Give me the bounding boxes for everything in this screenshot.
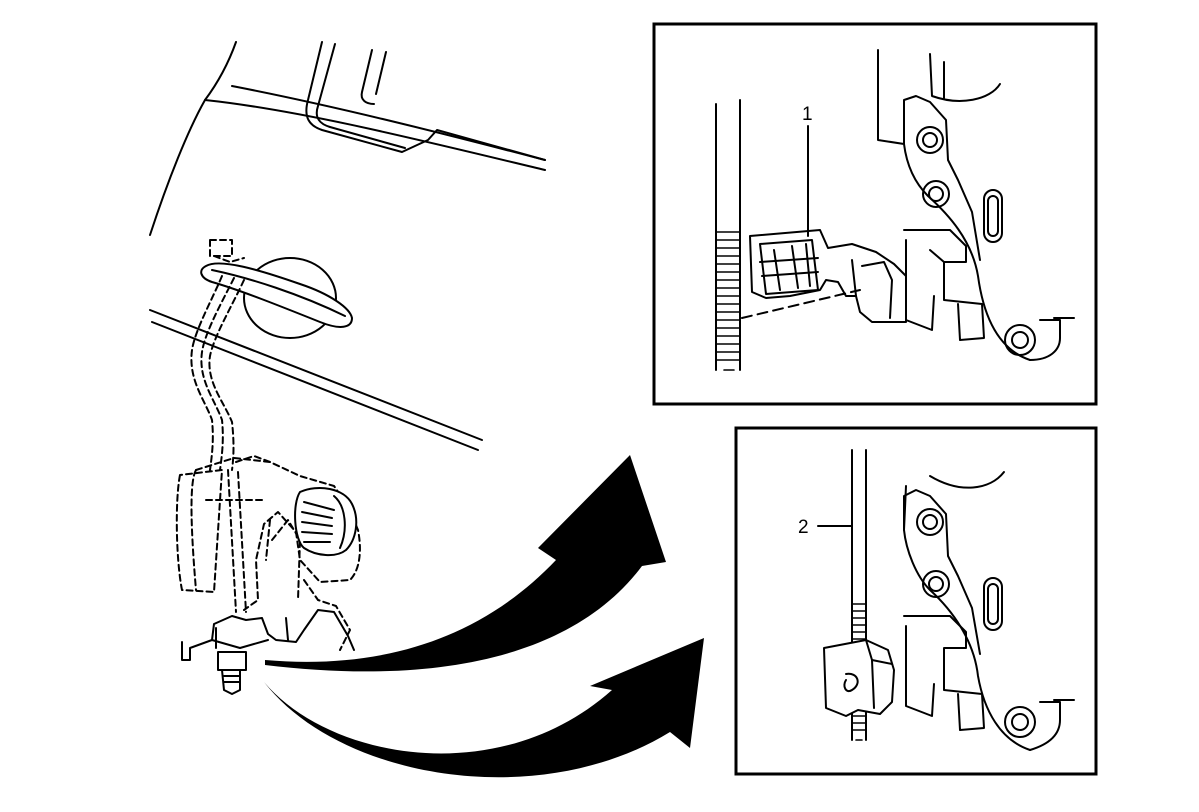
- inset-top: 1: [652, 22, 1098, 406]
- callout-1-label: 1: [802, 104, 813, 125]
- handle-recess: [243, 257, 337, 339]
- latch-slot: [983, 189, 1003, 243]
- latch-body: [877, 49, 1031, 361]
- arrow-to-top-inset: [265, 455, 666, 672]
- window-frame-inner: [315, 43, 406, 149]
- latch-bolt-1: [916, 126, 944, 154]
- latch-bolt-4: [916, 508, 944, 536]
- door-top-edge: [204, 99, 546, 171]
- latch-lever-2: [903, 615, 985, 731]
- body-crease-lower: [151, 321, 479, 451]
- latch-body-2: [903, 485, 1031, 751]
- latch-bolt-5: [922, 570, 950, 598]
- body-crease-upper: [149, 309, 483, 441]
- latch-bolt-3: [1004, 324, 1036, 356]
- rod-clip: [749, 229, 907, 323]
- alignment-dash: [741, 289, 861, 319]
- latch-rod: [715, 99, 741, 371]
- arrow-to-bottom-inset: [264, 638, 704, 778]
- lock-cylinder: [294, 487, 358, 556]
- latch-lever: [903, 229, 985, 341]
- callout-2-label: 2: [798, 517, 809, 538]
- curved-arrows: [264, 455, 704, 778]
- inset-bottom: 2: [734, 426, 1098, 776]
- door-edge-curve: [149, 41, 237, 236]
- dashed-linkage: [190, 239, 245, 471]
- latch-slot-2: [983, 577, 1003, 631]
- door-handle: [200, 262, 353, 328]
- inset-bottom-frame: [734, 426, 1098, 776]
- window-frame: [305, 41, 546, 161]
- inset-top-frame: [652, 22, 1098, 406]
- rod-threads: [715, 231, 741, 371]
- latch-bottom: [181, 609, 355, 695]
- latch-assembly-hidden: [175, 455, 361, 651]
- latch-bolt-6: [1004, 706, 1036, 738]
- door-overview: [149, 41, 546, 695]
- latch-bolt-2: [922, 180, 950, 208]
- rod-clip-2: [823, 639, 895, 717]
